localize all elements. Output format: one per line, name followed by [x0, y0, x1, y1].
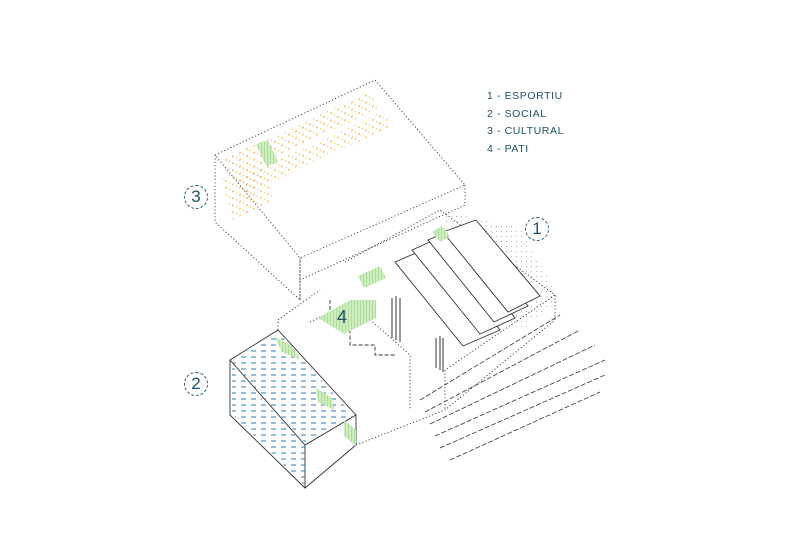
social-green-edge [274, 336, 356, 446]
cultural-roof-pattern [222, 92, 392, 220]
ground-hatching [419, 314, 606, 461]
esportiu-green-void [432, 226, 450, 242]
cultural-green-void [256, 140, 278, 166]
legend-item-esportiu: 1 - ESPORTIU [487, 90, 563, 102]
legend: 1 - ESPORTIU 2 - SOCIAL 3 - CULTURAL 4 -… [487, 88, 564, 158]
esportiu-roof-strips [394, 219, 541, 347]
esportiu-volume [344, 209, 556, 411]
social-blue-pattern [232, 332, 354, 486]
callout-esportiu: 1 [525, 217, 549, 241]
cultural-volume [214, 79, 466, 302]
callout-cultural: 3 [184, 185, 208, 209]
callout-pati: 4 [336, 307, 347, 327]
legend-item-pati: 4 - PATI [487, 142, 529, 155]
legend-item-cultural: 3 - CULTURAL [487, 125, 565, 137]
esportiu-columns [391, 296, 444, 372]
legend-item-social: 2 - SOCIAL [487, 107, 547, 120]
pati-green-fill [318, 300, 376, 334]
pati-green-fill-upper [358, 266, 386, 288]
callout-social: 2 [184, 372, 208, 396]
